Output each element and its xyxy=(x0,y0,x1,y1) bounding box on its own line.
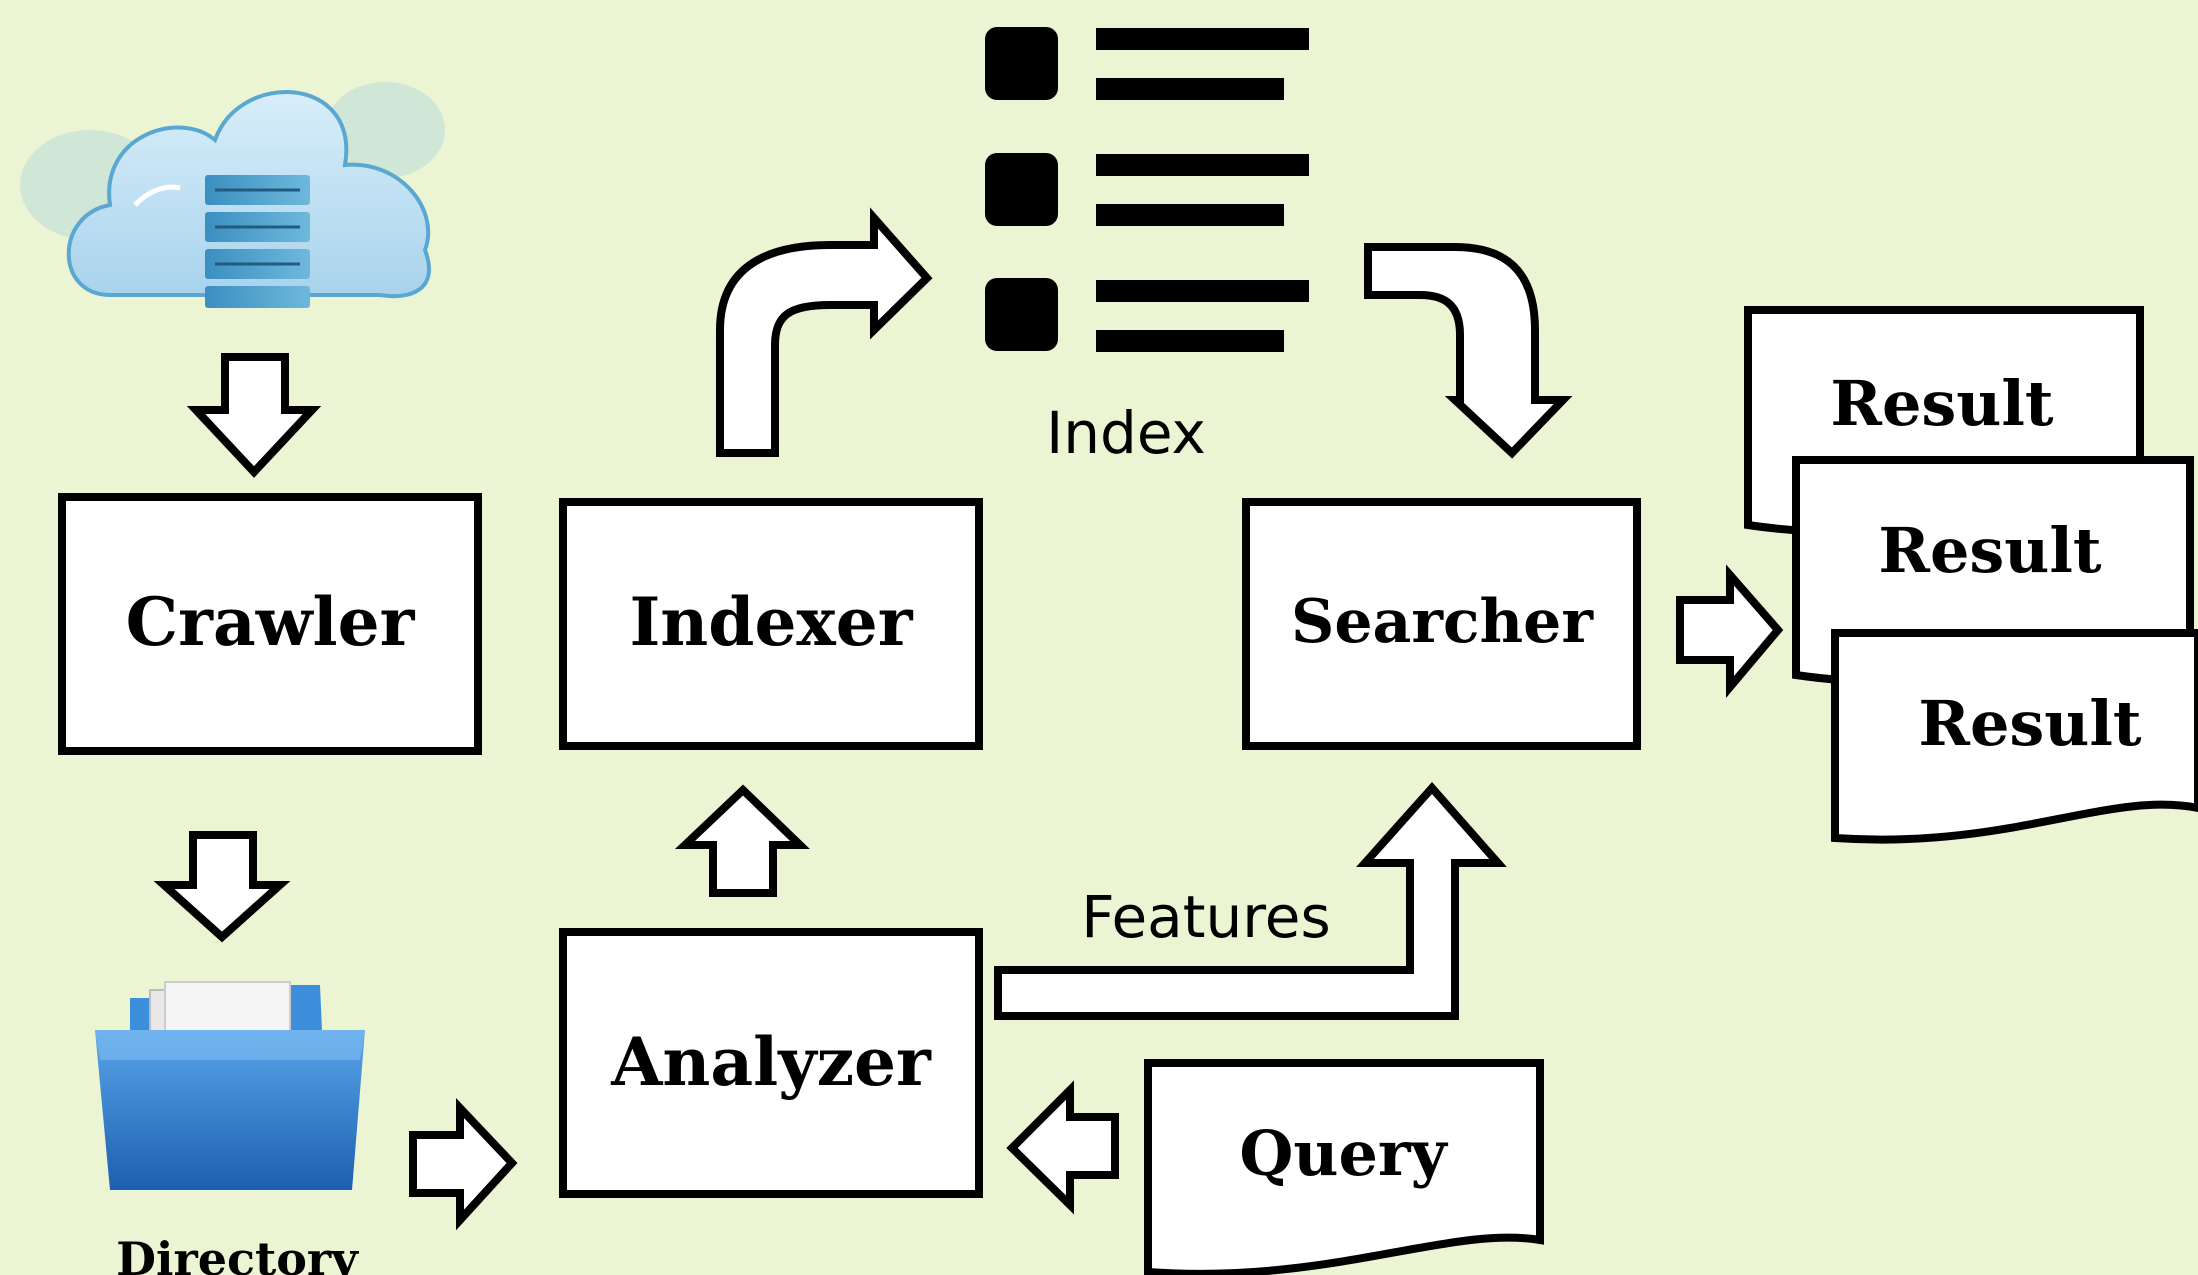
analyzer-label: Analyzer xyxy=(610,1023,932,1101)
cloud-server-icon xyxy=(20,82,445,308)
index-label: Index xyxy=(1046,399,1206,467)
searcher-node: Searcher xyxy=(1242,498,1641,750)
server-stack-icon xyxy=(205,175,310,308)
arrow-cloud-to-crawler xyxy=(186,353,322,478)
analyzer-node: Analyzer xyxy=(559,928,983,1198)
arrow-query-to-analyzer xyxy=(1006,1080,1119,1215)
arrow-searcher-to-results xyxy=(1676,564,1784,698)
arrow-analyzer-to-indexer xyxy=(674,784,810,897)
indexer-label: Indexer xyxy=(629,583,913,661)
result-1-label: Result xyxy=(1830,367,2054,440)
result-document-3: Result xyxy=(1831,629,2198,844)
query-document: Query xyxy=(1144,1059,1544,1275)
crawler-label: Crawler xyxy=(126,583,416,661)
searcher-label: Searcher xyxy=(1291,587,1594,657)
directory-label: Directory xyxy=(116,1232,359,1275)
crawler-node: Crawler xyxy=(58,493,482,755)
features-label: Features xyxy=(1081,883,1330,951)
arrow-features-to-searcher xyxy=(994,781,1507,1020)
folder-icon xyxy=(95,981,365,1190)
indexer-node: Indexer xyxy=(559,498,983,750)
query-label: Query xyxy=(1239,1117,1448,1190)
arrow-indexer-to-index xyxy=(716,207,933,457)
index-list-icon xyxy=(985,27,1309,352)
result-2-label: Result xyxy=(1878,514,2102,587)
arrow-index-to-searcher xyxy=(1364,243,1573,459)
arrow-directory-to-analyzer xyxy=(409,1097,518,1231)
arrow-crawler-to-directory xyxy=(153,831,291,943)
result-3-label: Result xyxy=(1918,687,2142,760)
